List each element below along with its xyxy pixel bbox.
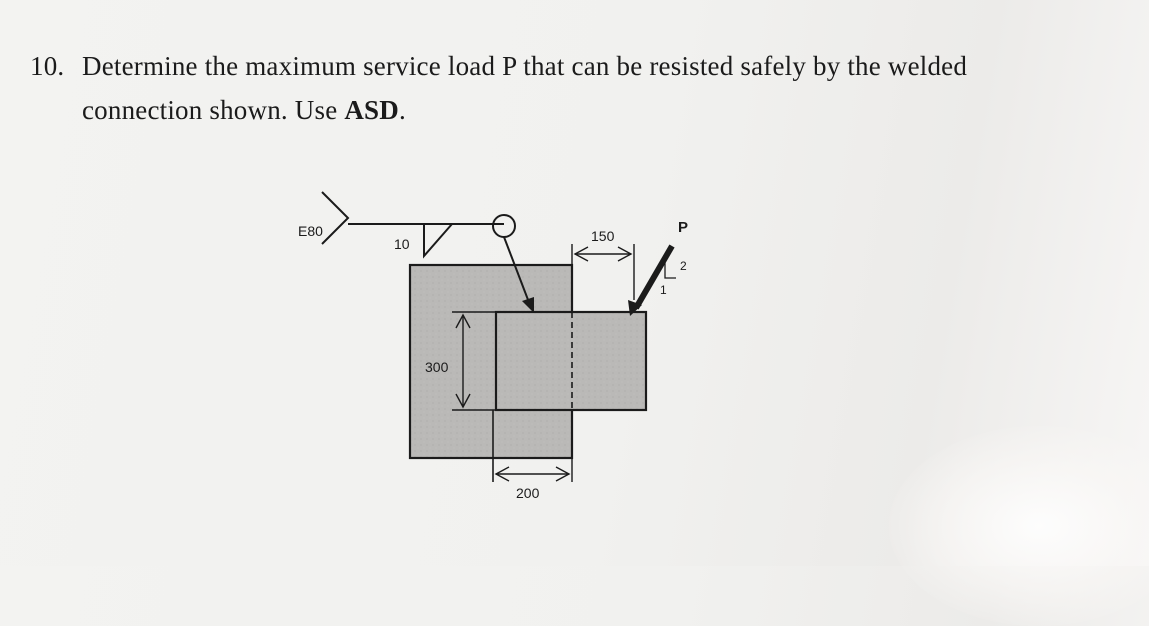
dim-top-arrow-right	[617, 246, 633, 262]
problem-text-line-2: connection shown. Use	[82, 95, 345, 125]
electrode-label: E80	[298, 223, 323, 239]
problem-line-2: connection shown. Use ASD.	[30, 88, 1140, 132]
weld-arrow-head	[522, 297, 534, 313]
dim-bottom-arrow-right	[555, 466, 571, 482]
fillet-weld-icon	[423, 223, 453, 259]
load-label: P	[678, 219, 688, 236]
problem-number: 10.	[30, 51, 65, 81]
problem-line-2-end: .	[398, 95, 406, 125]
slope-triangle	[664, 258, 676, 279]
load-arrow-shaft	[633, 244, 675, 310]
problem-line-1: 10. Determine the maximum service load P …	[30, 44, 1140, 88]
slope-rise-label: 2	[680, 259, 687, 273]
weld-arrow-line	[503, 236, 531, 306]
attached-plate	[494, 310, 648, 412]
load-arrow-head	[628, 300, 642, 316]
weld-symbol-tail	[321, 191, 350, 245]
dim-top-label: 150	[591, 228, 615, 244]
dim-bottom-arrow-left	[494, 466, 510, 482]
problem-statement: 10. Determine the maximum service load P …	[30, 44, 1140, 132]
dim-bottom-label: 200	[516, 485, 540, 501]
dim-left-arrow-top	[455, 313, 471, 329]
dim-left-label: 300	[425, 359, 449, 375]
weld-all-around-icon	[492, 214, 516, 238]
problem-text-line-1: Determine the maximum service load P tha…	[82, 51, 968, 81]
welded-connection-figure: E80 10 150 P 2 1 300 200	[298, 191, 688, 501]
weld-size-label: 10	[394, 236, 410, 252]
slope-run-label: 1	[660, 283, 667, 297]
dim-top-arrow-left	[573, 246, 589, 262]
worksheet-page: 10. Determine the maximum service load P …	[30, 44, 1149, 626]
dim-left-arrow-bottom	[455, 393, 471, 409]
asd-term: ASD	[344, 95, 399, 125]
